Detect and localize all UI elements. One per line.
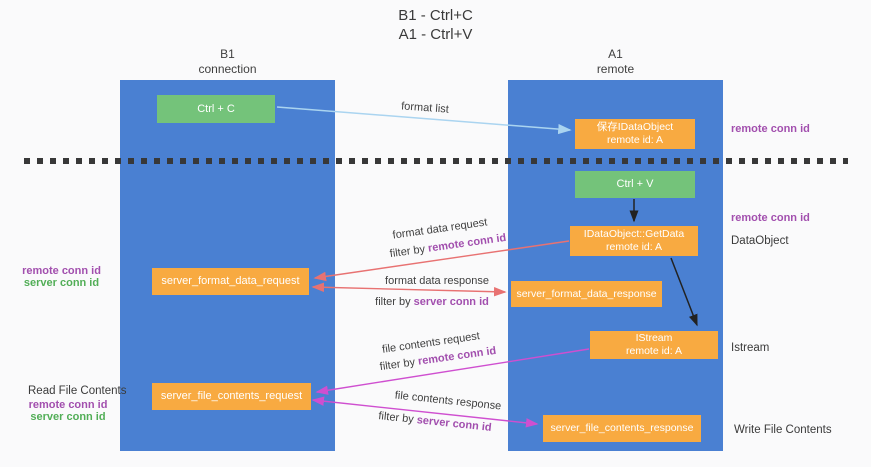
annotation-server-conn-id-left: server conn id: [23, 277, 100, 289]
left-column-name: B1: [220, 47, 235, 61]
edge-label-format-list: format list: [400, 100, 450, 116]
right-column-header: A1 remote: [508, 47, 723, 77]
node-format-response-label: server_format_data_response: [516, 287, 657, 300]
annotation-dataobject: DataObject: [731, 235, 789, 247]
node-server-format-data-response: server_format_data_response: [511, 281, 662, 307]
node-save-idataobject: 保存IDataObject remote id: A: [575, 119, 695, 149]
annotation-remote-conn-id-mid: remote conn id: [731, 212, 810, 224]
right-column-name: A1: [608, 47, 623, 61]
node-save-idataobject-line1: 保存IDataObject: [596, 121, 674, 133]
annotation-istream: Istream: [731, 342, 770, 354]
edge-label-format-data-response: format data response: [385, 275, 489, 287]
annotation-read-file-contents: Read File Contents: [28, 385, 127, 397]
filter-prefix: filter by: [375, 296, 414, 308]
annotation-conn-ids-upper: remote conn id server conn id: [14, 265, 109, 289]
node-server-file-contents-response: server_file_contents_response: [543, 415, 701, 442]
edge-label-filter-server-2: filter by server conn id: [378, 410, 492, 434]
node-getdata-line1: IDataObject::GetData: [583, 228, 685, 240]
node-server-format-data-request: server_format_data_request: [152, 268, 309, 295]
node-format-request-label: server_format_data_request: [161, 275, 300, 287]
annotation-write-file-contents: Write File Contents: [734, 424, 832, 436]
node-server-file-contents-request: server_file_contents_request: [152, 383, 311, 410]
annotation-conn-ids-lower: remote conn id server conn id: [18, 399, 118, 423]
node-file-request-label: server_file_contents_request: [160, 390, 303, 402]
annotation-remote-conn-id-top: remote conn id: [731, 123, 810, 135]
annotation-remote-conn-id-left: remote conn id: [22, 265, 101, 277]
node-getdata-line2: remote id: A: [605, 241, 663, 253]
title-line-2: A1 - Ctrl+V: [398, 26, 473, 43]
filter-server-conn-id: server conn id: [413, 296, 489, 308]
node-istream-line1: IStream: [635, 332, 673, 344]
node-ctrl-v-label: Ctrl + V: [616, 178, 654, 190]
annotation-remote-conn-id-left2: remote conn id: [28, 399, 108, 411]
node-file-response-label: server_file_contents_response: [550, 422, 694, 434]
filter-server-conn-id: server conn id: [416, 414, 493, 434]
annotation-server-conn-id-left2: server conn id: [30, 411, 106, 423]
edge-label-file-contents-response: file contents response: [394, 389, 502, 413]
node-ctrl-c-label: Ctrl + C: [197, 102, 235, 115]
arrow-format-data-response: [311, 282, 507, 297]
node-istream-line2: remote id: A: [625, 345, 683, 357]
phase-separator-dashed-line: [24, 158, 848, 164]
filter-prefix: filter by: [377, 410, 418, 427]
right-column-role: remote: [596, 62, 635, 76]
node-save-idataobject-line2: remote id: A: [606, 134, 664, 146]
filter-prefix: filter by: [389, 242, 429, 261]
node-ctrl-v: Ctrl + V: [575, 171, 695, 198]
node-idataobject-getdata: IDataObject::GetData remote id: A: [570, 226, 698, 256]
filter-remote-conn-id: remote conn id: [427, 231, 507, 255]
node-istream: IStream remote id: A: [590, 331, 718, 359]
title-line-1: B1 - Ctrl+C: [398, 7, 473, 24]
diagram-title: B1 - Ctrl+C A1 - Ctrl+V: [0, 6, 871, 44]
edge-label-filter-server-1: filter by server conn id: [375, 296, 489, 308]
node-ctrl-c: Ctrl + C: [157, 95, 275, 123]
left-column-header: B1 connection: [120, 47, 335, 77]
left-column-role: connection: [198, 62, 257, 76]
filter-prefix: filter by: [379, 355, 419, 374]
